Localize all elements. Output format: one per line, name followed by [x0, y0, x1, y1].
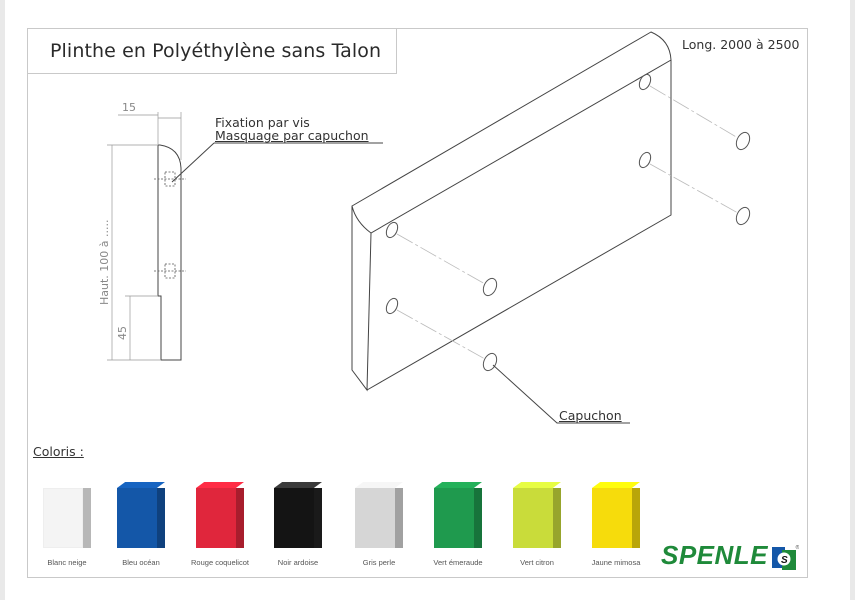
color-block-green: [434, 482, 482, 548]
brand-mark-icon: S ®: [772, 544, 799, 570]
color-swatch: Gris perle: [339, 482, 419, 567]
color-swatch: Rouge coquelicot: [180, 482, 260, 567]
callout-cap: Masquage par capuchon: [215, 128, 369, 143]
color-swatch: Noir ardoise: [258, 482, 338, 567]
svg-text:S: S: [781, 555, 788, 566]
brand-logo: SPENLE: [661, 540, 769, 570]
dim-height: Haut. 100 à .....: [98, 219, 111, 305]
callout-capuchon: Capuchon: [559, 408, 622, 423]
color-swatch: Jaune mimosa: [576, 482, 656, 567]
title-box: [27, 28, 397, 74]
color-block-red: [196, 482, 244, 548]
page-title: Plinthe en Polyéthylène sans Talon: [50, 40, 382, 62]
section-view: [107, 112, 383, 361]
color-swatch: Vert citron: [497, 482, 577, 567]
color-block-white: [43, 482, 91, 548]
svg-text:®: ®: [795, 544, 799, 551]
dim-bottom: 45: [116, 326, 129, 340]
drawing-frame: [27, 28, 808, 578]
color-swatch: Blanc neige: [27, 482, 107, 567]
iso-view: [351, 31, 751, 424]
color-swatch: Bleu océan: [101, 482, 181, 567]
color-block-lime: [513, 482, 561, 548]
colors-heading: Coloris :: [33, 444, 84, 459]
dim-thickness: 15: [122, 101, 136, 114]
color-block-grey: [355, 482, 403, 548]
length-note: Long. 2000 à 2500: [682, 37, 800, 52]
color-block-black: [274, 482, 322, 548]
color-block-yellow: [592, 482, 640, 548]
color-block-blue: [117, 482, 165, 548]
callout-fixing: Fixation par vis: [215, 115, 310, 130]
color-swatch: Vert émeraude: [418, 482, 498, 567]
